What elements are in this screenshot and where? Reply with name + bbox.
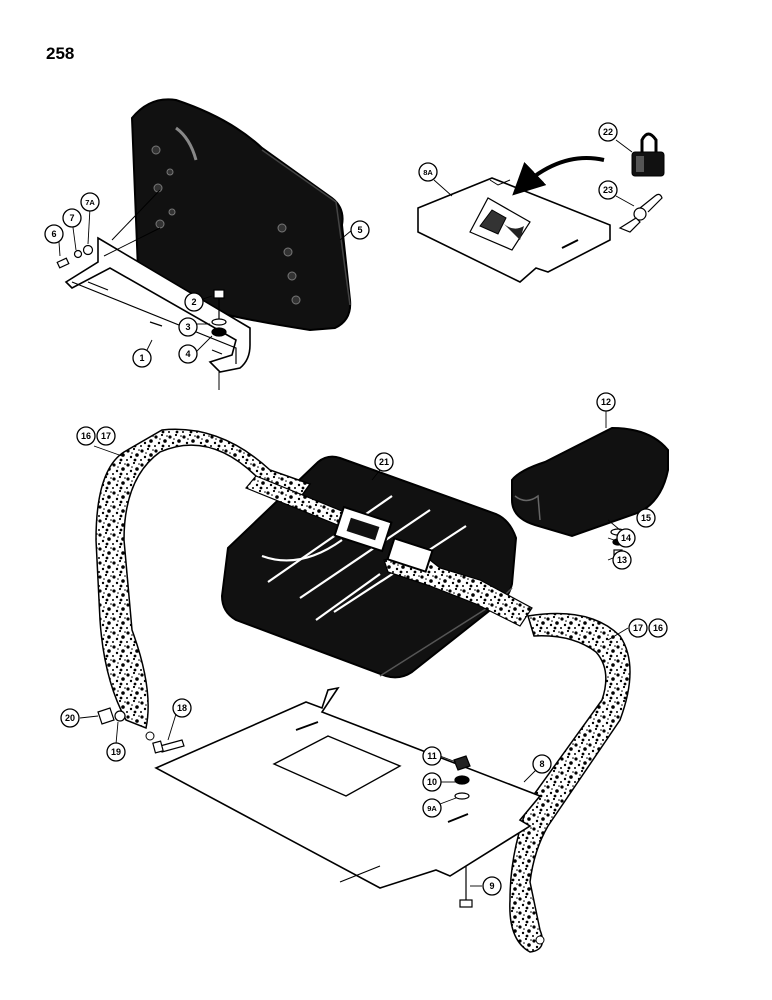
callout-11: 11 [427,751,437,761]
arm-rest-12 [511,426,669,538]
callout-23: 23 [603,185,613,195]
callout-circles [44,122,668,896]
callout-16-left: 16 [81,431,91,441]
callout-9: 9 [489,881,494,891]
bolt-2 [211,289,227,337]
belt-strap-left [95,428,312,730]
callout-7: 7 [69,213,74,223]
callout-6: 6 [51,229,56,239]
arm-rest-assembly [511,426,669,568]
callout-17-left: 17 [101,431,111,441]
callout-16-right: 16 [653,623,663,633]
screw-6 [56,244,94,269]
padlock-22 [631,132,665,177]
battery-cover-lock-assembly [417,132,665,283]
seat-belt-assembly [95,428,631,953]
callout-15: 15 [641,513,651,523]
anchor-hardware-18-19-20 [97,707,185,754]
callout-20: 20 [65,713,75,723]
back-cushion-assembly [56,98,352,390]
page-number: 258 [46,44,75,63]
callout-8a: 8A [423,168,433,177]
callout-1: 1 [139,353,144,363]
leader-lines [57,139,635,887]
callout-17-right: 17 [633,623,643,633]
seat-pan-8 [154,686,542,908]
key-23 [618,193,663,233]
callout-7a: 7A [85,198,95,207]
callout-4: 4 [185,349,190,359]
callout-3: 3 [185,322,190,332]
belt-strap-right [509,612,631,953]
callout-labels: 1 2 3 4 5 6 7 7A 8A 22 23 21 12 16 17 17… [51,127,663,891]
callout-12: 12 [601,397,611,407]
callout-8: 8 [539,759,544,769]
callout-13: 13 [617,555,627,565]
callout-19: 19 [111,747,121,757]
callout-5: 5 [357,225,362,235]
callout-9a: 9A [427,804,437,813]
callout-18: 18 [177,703,187,713]
seat-bracket [64,236,251,373]
callout-10: 10 [427,777,437,787]
callout-14: 14 [621,533,631,543]
callout-22: 22 [603,127,613,137]
callout-2: 2 [191,297,196,307]
callout-21: 21 [379,457,389,467]
